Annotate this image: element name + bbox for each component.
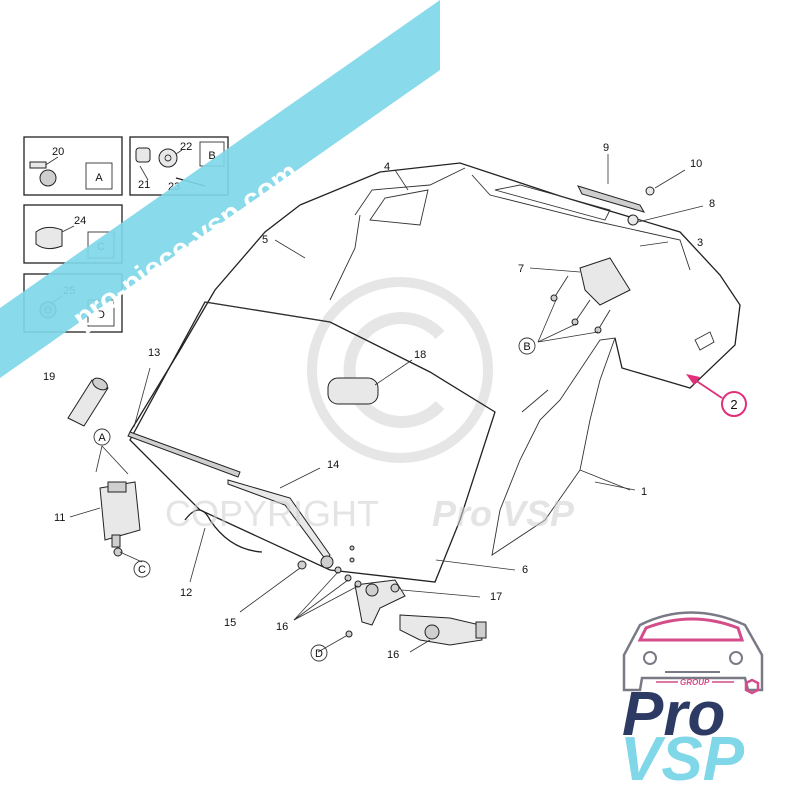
rear-wiper-blade-9 [577, 185, 646, 213]
callout-16-a: 16 [276, 621, 288, 633]
clip-20-shape [29, 161, 47, 169]
inset-box-a: A 20 [23, 136, 123, 196]
logo-hexagon-icon [744, 678, 760, 695]
nut-15-shape [297, 560, 307, 570]
callout-numbers: 1 3 4 5 6 7 8 9 10 11 12 13 14 15 16 16 … [43, 142, 715, 661]
clip-24-shape [35, 226, 63, 250]
inset-box-b-letter: B [208, 150, 215, 162]
logo-group-text: GROUP [680, 678, 710, 687]
rear-wiper-assembly [550, 185, 655, 334]
ref-circle-c: C [133, 560, 151, 578]
inset-box-b-number-21: 21 [138, 179, 150, 191]
watermark-brand-text: Pro VSP [432, 493, 575, 534]
callout-19: 19 [43, 371, 55, 383]
callout-6: 6 [522, 564, 528, 576]
callout-13: 13 [148, 347, 160, 359]
fasteners-16 [297, 545, 362, 638]
callout-14: 14 [327, 459, 339, 471]
leader-lines [69, 154, 704, 653]
rear-wiper-motor-7 [579, 257, 631, 306]
washer-reservoir-11 [99, 481, 141, 557]
callout-15: 15 [224, 617, 236, 629]
logo-vsp-text: VSP [620, 725, 745, 794]
callout-9: 9 [603, 142, 609, 154]
inset-box-a-number: 20 [52, 146, 64, 158]
callout-5: 5 [262, 234, 268, 246]
watermark-copyright-text: COPYRIGHT [165, 493, 379, 534]
svg-text:B: B [523, 341, 530, 353]
callout-18: 18 [414, 349, 426, 361]
callout-12: 12 [180, 587, 192, 599]
highlight-callout-2-label: 2 [730, 397, 737, 412]
inset-box-b-number-22: 22 [180, 141, 192, 153]
ref-circle-b: B [518, 337, 536, 355]
washer-hose-12 [184, 509, 263, 553]
watermark-copyright-symbol [307, 277, 493, 463]
callout-7: 7 [518, 263, 524, 275]
body-outline [129, 162, 741, 583]
logo-pro-text: Pro [622, 680, 725, 749]
windshield-shape [129, 301, 496, 583]
svg-text:A: A [98, 432, 106, 444]
callout-16-b: 16 [387, 649, 399, 661]
callout-11: 11 [54, 512, 65, 524]
wiper-motor-16 [399, 614, 487, 646]
callout-17: 17 [490, 591, 502, 603]
inset-box-a-letter: A [95, 172, 103, 184]
nut-21-shape [135, 147, 151, 163]
ref-circle-d: D [310, 644, 328, 662]
callout-8: 8 [709, 198, 715, 210]
svg-text:C: C [138, 564, 146, 576]
ref-circle-a: A [93, 428, 111, 446]
callout-1: 1 [641, 486, 647, 498]
callout-3: 3 [697, 237, 703, 249]
front-wiper-arm-14 [227, 479, 334, 569]
inset-box-d-letter: D [97, 309, 105, 321]
tube-19 [67, 377, 109, 427]
svg-text:D: D [315, 648, 323, 660]
wiper-linkage-17 [354, 579, 406, 626]
provsp-logo: GROUP Pro VSP [620, 611, 764, 794]
highlight-callout-2: 2 [686, 374, 747, 417]
inset-box-c-number: 24 [74, 215, 86, 227]
watermark-text: COPYRIGHT Pro VSP [165, 493, 575, 534]
logo-car-icon [622, 611, 764, 692]
callout-4: 4 [384, 161, 390, 173]
rearview-mirror-18-shape [327, 377, 379, 405]
callout-10: 10 [690, 158, 702, 170]
front-wiper-blade-13 [127, 367, 241, 478]
